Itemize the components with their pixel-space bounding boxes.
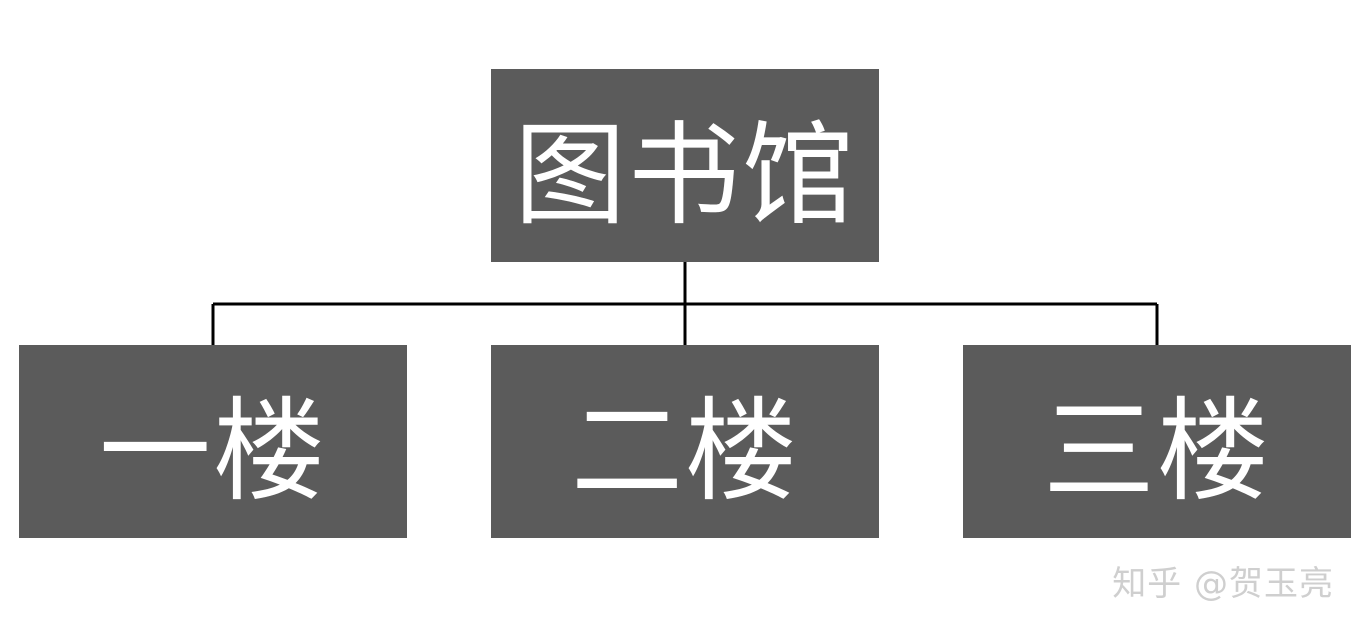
child-node-label: 三楼 [1043,386,1271,517]
root-node-label: 图书馆 [514,110,856,241]
child-node-third-floor: 三楼 [963,345,1351,538]
child-node-label: 二楼 [571,386,799,517]
child-node-label: 一楼 [99,386,327,517]
watermark-text: 知乎 @贺玉亮 [1112,564,1334,604]
root-node-library: 图书馆 [491,69,879,262]
child-node-second-floor: 二楼 [491,345,879,538]
child-node-first-floor: 一楼 [19,345,407,538]
